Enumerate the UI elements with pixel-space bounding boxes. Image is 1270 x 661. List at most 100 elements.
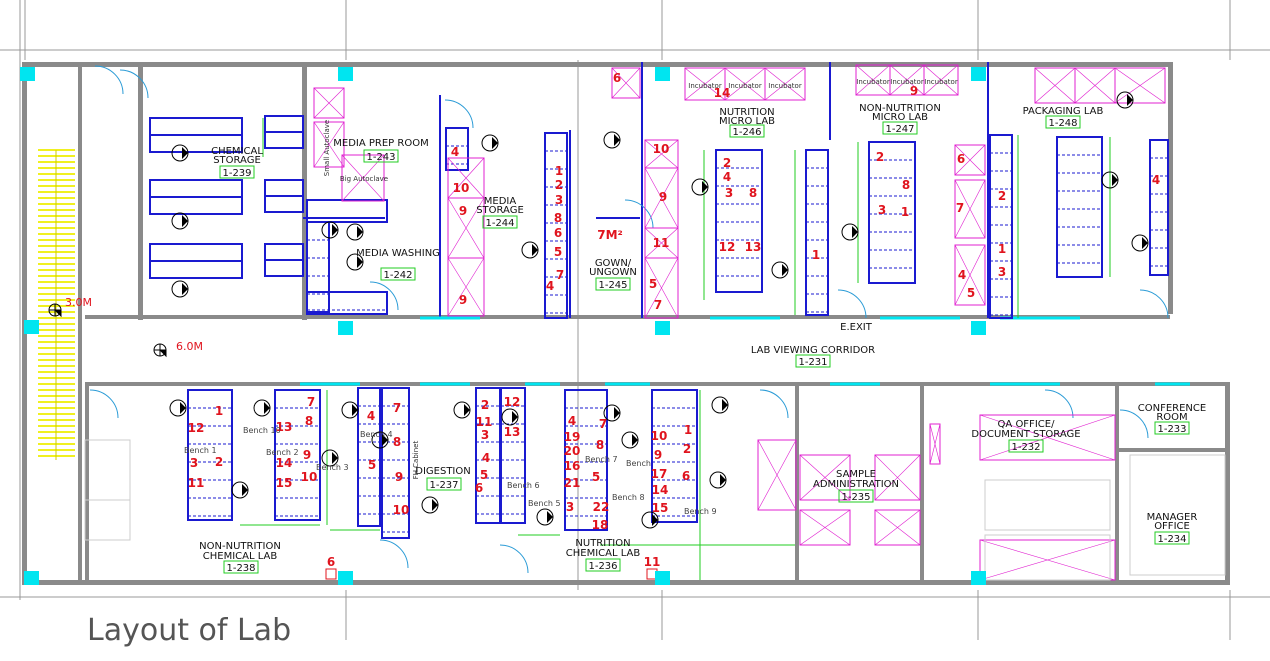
section-view-arrow xyxy=(357,226,363,238)
room-nutrition-chem: NUTRITION CHEMICAL LAB 1-236 xyxy=(566,538,641,572)
equipment-label: Bench 5 xyxy=(528,499,561,508)
equipment-number: 12 xyxy=(504,395,521,409)
equipment-cross xyxy=(644,167,679,229)
wall xyxy=(795,386,799,582)
equipment-number: 14 xyxy=(714,86,731,100)
equipment-number: 7 xyxy=(393,401,401,415)
equipment-label: Bench 7 xyxy=(585,455,618,464)
equipment-label: Bench 3 xyxy=(316,463,349,472)
lab-bench xyxy=(264,115,304,133)
diagram-caption: Layout of Lab xyxy=(87,613,291,648)
room-label: CONFERENCE xyxy=(1138,403,1206,414)
room-number: 1-234 xyxy=(1157,534,1186,545)
room-number: 1-236 xyxy=(588,561,617,572)
door xyxy=(89,389,119,419)
equipment-number: 3 xyxy=(190,456,198,470)
equipment-number: 13 xyxy=(745,240,762,254)
equipment-number: 15 xyxy=(276,476,293,490)
svg-text:6.0M: 6.0M xyxy=(176,340,203,353)
wall xyxy=(1168,62,1173,314)
room-corridor: LAB VIEWING CORRIDOR 1-231 xyxy=(751,345,875,368)
section-view-arrow xyxy=(264,402,270,414)
equipment-number: 18 xyxy=(592,518,609,532)
equipment-number: 2 xyxy=(683,442,691,456)
equipment-number: 9 xyxy=(459,204,467,218)
structural-column xyxy=(20,67,35,81)
lab-bench xyxy=(264,243,304,261)
equipment-number: 1 xyxy=(998,242,1006,256)
equipment-number: 3 xyxy=(555,193,563,207)
section-view-arrow xyxy=(782,264,788,276)
office-furniture xyxy=(984,479,1111,531)
room-label: NON-NUTRITION xyxy=(199,541,281,552)
equipment-number: 22 xyxy=(593,500,610,514)
grid-lines xyxy=(0,0,1270,640)
equipment-number: 11 xyxy=(644,555,661,569)
room-label: PACKAGING LAB xyxy=(1023,106,1104,117)
equipment-number: 1 xyxy=(684,423,692,437)
equipment-box xyxy=(313,87,345,119)
room-number: 1-238 xyxy=(226,563,255,574)
room-label: NUTRITION xyxy=(719,107,774,118)
structural-column xyxy=(655,571,670,585)
equipment-number: 9 xyxy=(459,293,467,307)
room-sample-admin: SAMPLE ADMINISTRATION 1-235 xyxy=(813,469,899,503)
room-label: MEDIA WASHING xyxy=(356,248,440,259)
equipment-label: Bench 2 xyxy=(266,448,299,457)
section-view-arrow xyxy=(614,407,620,419)
equipment-number: 13 xyxy=(504,425,521,439)
equipment-number: 6 xyxy=(327,555,335,569)
section-view-arrow xyxy=(492,137,498,149)
equipment-cross xyxy=(684,67,726,101)
lab-bench xyxy=(1056,136,1103,278)
room-number: 1-245 xyxy=(598,280,627,291)
equipment-number: 8 xyxy=(596,438,604,452)
equipment-number: 4 xyxy=(1152,173,1160,187)
equipment-number: 10 xyxy=(393,503,410,517)
equipment-number: 13 xyxy=(276,420,293,434)
door xyxy=(837,289,867,319)
room-label: CHEMICAL LAB xyxy=(203,551,278,562)
equipment-number: 2 xyxy=(876,150,884,164)
equipment-label: Bench 10 xyxy=(243,426,281,435)
room-nutrition-micro: NUTRITION MICRO LAB 1-246 xyxy=(719,107,775,138)
equipment-number: 11 xyxy=(476,415,493,429)
equipment-number: 5 xyxy=(368,458,376,472)
equipment xyxy=(84,64,1226,581)
lab-bench xyxy=(651,389,698,523)
equipment-label: Incubator xyxy=(768,82,802,90)
section-view-arrow xyxy=(182,215,188,227)
room-manager: MANAGER OFFICE 1-234 xyxy=(1147,512,1198,545)
wall xyxy=(302,62,307,320)
door xyxy=(119,69,149,99)
equipment-number: 4 xyxy=(546,279,554,293)
equipment-number: 1 xyxy=(215,404,223,418)
section-view-arrow xyxy=(180,402,186,414)
equipment-label: Bench 9 xyxy=(684,507,717,516)
structural-column xyxy=(338,571,353,585)
section-view-arrow xyxy=(1112,174,1118,186)
lab-bench xyxy=(805,149,829,316)
equipment-number: 19 xyxy=(564,430,581,444)
equipment-box xyxy=(1114,67,1166,104)
equipment-number: 14 xyxy=(276,456,293,470)
equipment-label: Bench xyxy=(626,459,651,468)
lab-bench xyxy=(149,179,243,198)
room-label: NUTRITION xyxy=(575,538,630,549)
exit-marker-box xyxy=(325,568,337,580)
equipment-box xyxy=(799,509,851,546)
section-view-arrow xyxy=(652,514,658,526)
equipment-label: Bench 4 xyxy=(360,430,393,439)
room-media-washing: MEDIA WASHING 1-242 xyxy=(356,248,440,281)
structural-column xyxy=(655,67,670,81)
equipment-number: 5 xyxy=(649,277,657,291)
columns xyxy=(20,67,986,585)
equipment-number: 4 xyxy=(451,145,459,159)
equipment-box xyxy=(757,439,797,511)
structural-column xyxy=(24,571,39,585)
section-view-arrow xyxy=(532,244,538,256)
door xyxy=(94,65,124,95)
